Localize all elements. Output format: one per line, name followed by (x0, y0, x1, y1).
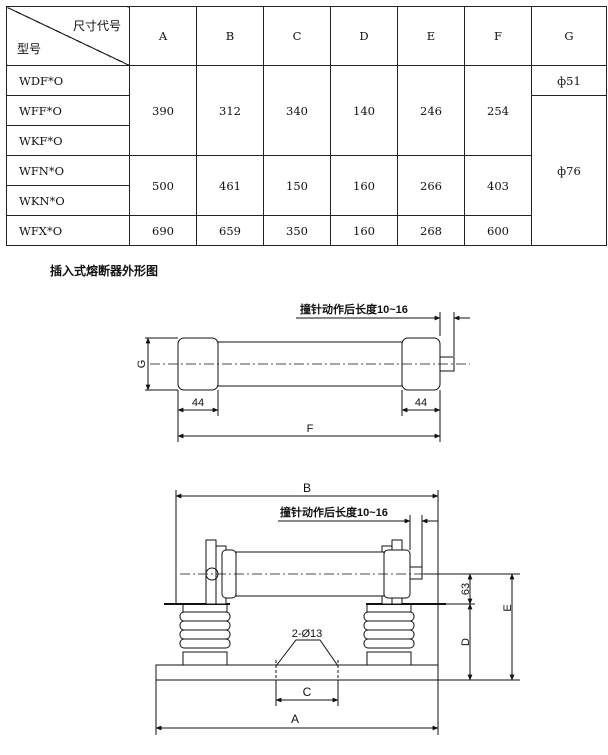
cell-g3-b: 659 (196, 215, 264, 246)
dimension-table: 尺寸代号 型号 A B C D E F G WDF*O 390 312 340 … (6, 6, 607, 246)
label-hole: 2-Ø13 (292, 628, 323, 640)
cell-g3-a: 690 (129, 215, 197, 246)
assembly-fuse-tube (235, 551, 385, 597)
cell-g1-b: 312 (196, 65, 264, 156)
left-contact-clip (205, 539, 227, 605)
label-c: C (303, 685, 312, 699)
cell-g1-f: 254 (464, 65, 532, 156)
assembly-fuse-left-cap (221, 549, 237, 599)
cell-g-small: ф51 (531, 65, 607, 96)
model-wkf: WKF*O (6, 125, 130, 156)
model-wdf: WDF*O (6, 65, 130, 96)
base-plate (155, 664, 439, 681)
cell-g1-e: 246 (397, 65, 465, 156)
label-striker-assembly: 撞针动作后长度10~16 (280, 505, 388, 519)
fuse-right-cap (401, 337, 441, 391)
label-right-44: 44 (415, 397, 427, 409)
left-insulator (179, 603, 231, 666)
label-left-44: 44 (192, 397, 204, 409)
model-wff: WFF*O (6, 95, 130, 126)
cell-g2-c: 150 (263, 155, 331, 216)
model-wfx: WFX*O (6, 215, 130, 246)
cell-g1-d: 140 (330, 65, 398, 156)
model-wkn: WKN*O (6, 185, 130, 216)
cell-g3-e: 268 (397, 215, 465, 246)
hole-leader (275, 639, 339, 667)
right-insulator (363, 603, 415, 666)
col-header-e: E (397, 6, 465, 66)
header-model: 型号 (17, 42, 42, 56)
label-striker-top: 撞针动作后长度10~16 (300, 302, 408, 316)
fuse-tube (217, 341, 403, 387)
cell-g2-a: 500 (129, 155, 197, 216)
label-g: G (136, 360, 148, 369)
assembly-striker (409, 566, 423, 580)
cell-g-large: ф76 (531, 95, 607, 246)
col-header-b: B (196, 6, 264, 66)
cell-g2-d: 160 (330, 155, 398, 216)
fuse-left-cap (177, 337, 219, 391)
col-header-d: D (330, 6, 398, 66)
col-header-f: F (464, 6, 532, 66)
right-contact-clip (381, 539, 405, 605)
table-corner-header: 尺寸代号 型号 (6, 6, 130, 66)
label-d: D (460, 638, 472, 646)
cell-g3-d: 160 (330, 215, 398, 246)
label-b: B (303, 481, 311, 495)
cell-g3-c: 350 (263, 215, 331, 246)
col-header-a: A (129, 6, 197, 66)
assembly-fuse-right-cap (383, 549, 411, 599)
model-wfn: WFN*O (6, 155, 130, 186)
cell-g2-b: 461 (196, 155, 264, 216)
label-a: A (291, 712, 299, 726)
header-dimension-code: 尺寸代号 (72, 19, 121, 33)
cell-g1-a: 390 (129, 65, 197, 156)
label-63: 63 (460, 583, 472, 595)
cell-g2-f: 403 (464, 155, 532, 216)
fuse-striker-pin (439, 356, 455, 372)
label-f: F (307, 423, 314, 435)
col-header-g: G (531, 6, 607, 66)
drawing-title: 插入式熔断器外形图 (50, 264, 159, 278)
label-e: E (502, 604, 514, 611)
cell-g1-c: 340 (263, 65, 331, 156)
cell-g2-e: 266 (397, 155, 465, 216)
cell-g3-f: 600 (464, 215, 532, 246)
col-header-c: C (263, 6, 331, 66)
